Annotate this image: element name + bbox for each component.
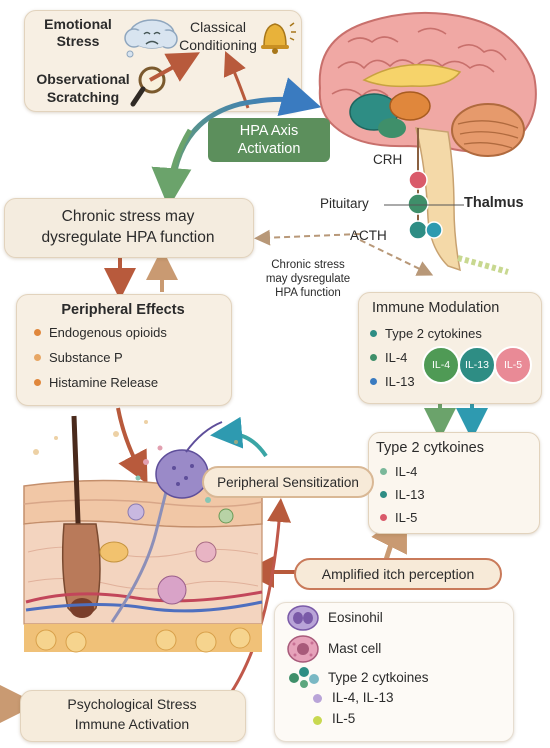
immune-item: IL-13 — [370, 374, 415, 389]
psych-stress-box — [20, 690, 246, 742]
immune-item: Type 2 cytokines — [370, 326, 482, 341]
eosinophil-icon — [287, 605, 319, 631]
observational-scratching-label: Observational Scratching — [36, 71, 130, 105]
il4-13-swatch — [313, 694, 322, 703]
classical-conditioning-label: Classical Conditioning — [179, 19, 257, 53]
type2-cytokines-title: Type 2 cytkoines — [376, 440, 484, 456]
pituitary-leader-line — [384, 204, 464, 206]
pituitary-label: Pituitary — [320, 196, 369, 211]
il5-swatch — [313, 716, 322, 725]
peripheral-effect-item: Substance P — [34, 350, 123, 365]
peripheral-sensitization-box: Peripheral Sensitization — [202, 466, 374, 498]
chronic-stress-note: Chronic stress may dysregulate HPA funct… — [265, 259, 351, 299]
crh-label: CRH — [373, 152, 403, 167]
acth-label: ACTH — [350, 228, 387, 243]
mast-cell-icon — [287, 635, 319, 663]
legend-il4-13-label: IL-4, IL-13 — [332, 690, 394, 705]
type2-cytokines-box — [368, 432, 540, 534]
il13-bubble: IL-13 — [458, 346, 496, 384]
type2-item: IL-4 — [380, 464, 417, 479]
peripheral-effects-box — [16, 294, 232, 406]
peripheral-effects-title: Peripheral Effects — [61, 302, 185, 318]
hpa-axis-activation-box: HPA Axis Activation — [208, 118, 330, 162]
peripheral-effect-item: Histamine Release — [34, 375, 158, 390]
skin-cross-section-illustration — [23, 415, 263, 653]
type2-item: IL-13 — [380, 487, 425, 502]
bell-icon — [261, 22, 296, 54]
type2-item: IL-5 — [380, 510, 417, 525]
thought-cloud-icon — [124, 19, 178, 58]
legend-eosinophil-label: Eosinohil — [328, 610, 383, 625]
amplified-itch-box: Amplified itch perception — [294, 558, 502, 590]
il4-bubble: IL-4 — [422, 346, 460, 384]
thalamus-label: Thalmus — [464, 195, 524, 211]
emotional-stress-label: Emotional Stress — [44, 16, 112, 49]
immune-item: IL-4 — [370, 350, 407, 365]
cytokine-cluster-icon — [289, 667, 319, 688]
legend-type2-label: Type 2 cytkoines — [328, 670, 429, 685]
peripheral-effect-item: Endogenous opioids — [34, 325, 167, 340]
psych-stress-line2: Immune Activation — [74, 716, 190, 732]
brain-illustration — [318, 11, 537, 275]
chronic-stress-box — [4, 198, 254, 258]
il5-bubble: IL-5 — [494, 346, 532, 384]
legend-il5-label: IL-5 — [332, 711, 356, 726]
legend-mast-cell-label: Mast cell — [328, 641, 382, 656]
chronic-stress-text: Chronic stress may dysregulate HPA funct… — [41, 208, 215, 246]
immune-modulation-title: Immune Modulation — [372, 300, 500, 316]
psych-stress-line1: Psychological Stress — [67, 696, 197, 712]
